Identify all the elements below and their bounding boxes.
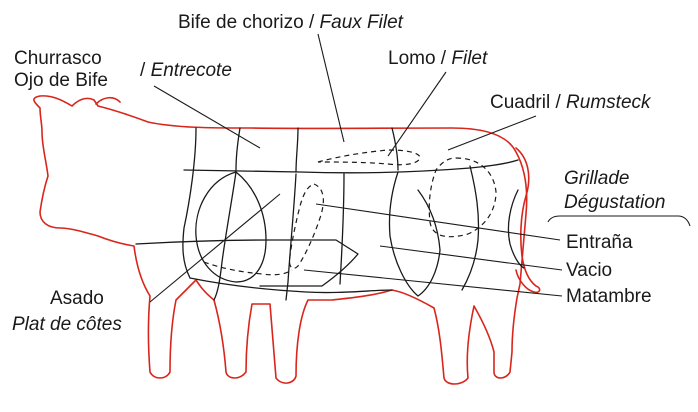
label-matambre: Matambre <box>566 286 652 307</box>
cut-back-horizontal <box>184 160 518 173</box>
label-vacio: Vacio <box>566 260 612 281</box>
label-entrana: Entraña <box>566 232 633 253</box>
label-lomo: Lomo / Filet <box>388 48 488 69</box>
label-bife-de-chorizo: Bife de chorizo / Faux Filet <box>178 12 404 33</box>
label-grillade: Grillade <box>564 168 629 189</box>
cut-rib-column-right <box>340 174 344 284</box>
label-plat-de-cotes: Plat de côtes <box>12 314 122 335</box>
label-asado: Asado <box>50 288 104 309</box>
label-ojo-de-bife: Ojo de Bife <box>14 70 108 91</box>
cut-rib-column-left <box>214 172 236 300</box>
cow-ear <box>96 98 120 104</box>
leader-vacio <box>380 246 562 270</box>
label-cuadril: Cuadril / Rumsteck <box>490 92 652 113</box>
grillade-bracket <box>548 216 690 226</box>
cut-neck-line <box>183 128 196 278</box>
cut-shoulder-oval <box>196 172 266 282</box>
dashed-filet <box>318 150 420 165</box>
cut-flank-curve <box>389 172 440 296</box>
cut-rib-column-mid <box>286 174 296 300</box>
leader-cuadril <box>448 116 536 150</box>
leader-bife-de-chorizo <box>318 34 344 142</box>
label-degustation: Dégustation <box>564 192 665 213</box>
cut-brisket-line <box>136 240 358 286</box>
dashed-asado <box>204 262 292 275</box>
label-churrasco: Churrasco <box>14 48 102 69</box>
leader-lomo <box>388 72 446 156</box>
label-entrecote: / Entrecote <box>140 60 232 81</box>
cut-lower-belly <box>190 278 392 293</box>
cut-line-faux-filet <box>296 128 298 172</box>
leader-churrasco <box>154 86 260 148</box>
cow-tail <box>516 148 540 292</box>
cut-lines <box>136 128 524 300</box>
